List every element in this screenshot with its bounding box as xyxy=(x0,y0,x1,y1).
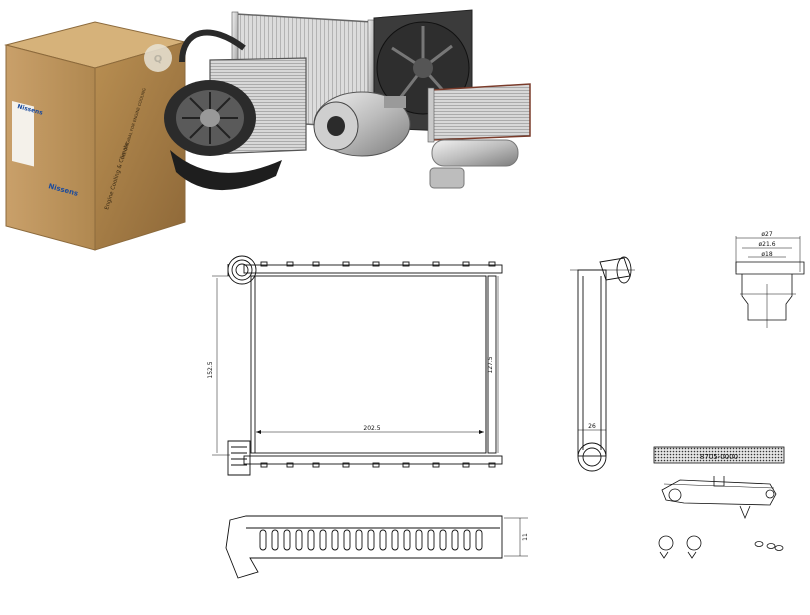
side-outlet-flange xyxy=(577,442,607,472)
front-width-dimension: 202.5 xyxy=(363,425,380,432)
heater-core-side-view xyxy=(570,256,635,472)
receiver-dryer-image xyxy=(429,139,519,189)
mid-diameter-dimension: ø21.6 xyxy=(758,241,775,248)
heater-core-front-view xyxy=(212,255,503,476)
pipe-detail-view xyxy=(735,236,805,328)
svg-text:Q: Q xyxy=(154,54,163,65)
inlet-pipe xyxy=(227,255,257,285)
outlet-pipe xyxy=(227,440,251,476)
hose-clip-right xyxy=(686,535,702,559)
bottom-height-dimension: 11 xyxy=(522,533,529,541)
inner-diameter-dimension: ø18 xyxy=(761,251,772,258)
side-plate xyxy=(487,275,497,454)
top-tank-clips xyxy=(260,261,496,267)
heater-core-photo xyxy=(427,83,531,143)
core-height-dimension: 127.5 xyxy=(487,356,494,373)
cardboard-box: Nissens Nissens Engine Cooling & Climate… xyxy=(4,21,186,251)
quality-seal: Q xyxy=(144,44,172,72)
hose-clip-left xyxy=(658,535,674,559)
outer-diameter-dimension: ø27 xyxy=(761,231,772,238)
mounting-bracket xyxy=(661,476,777,520)
depth-dimension: 26 xyxy=(588,423,596,430)
side-inlet-pipe xyxy=(599,257,631,281)
bottom-tank-clips xyxy=(260,462,496,468)
tube-slots xyxy=(259,529,483,551)
front-height-dimension: 152.5 xyxy=(207,361,214,378)
seal-strip: 8705-0000 xyxy=(653,446,785,464)
seal-strip-label: 8705-0000 xyxy=(700,453,738,461)
box-label-sticker xyxy=(12,100,34,167)
ac-compressor-image xyxy=(313,91,411,157)
blower-motor-image xyxy=(164,80,282,191)
heater-core-bottom-view xyxy=(225,515,528,579)
ac-hose-image xyxy=(179,29,246,63)
o-rings xyxy=(754,541,784,551)
